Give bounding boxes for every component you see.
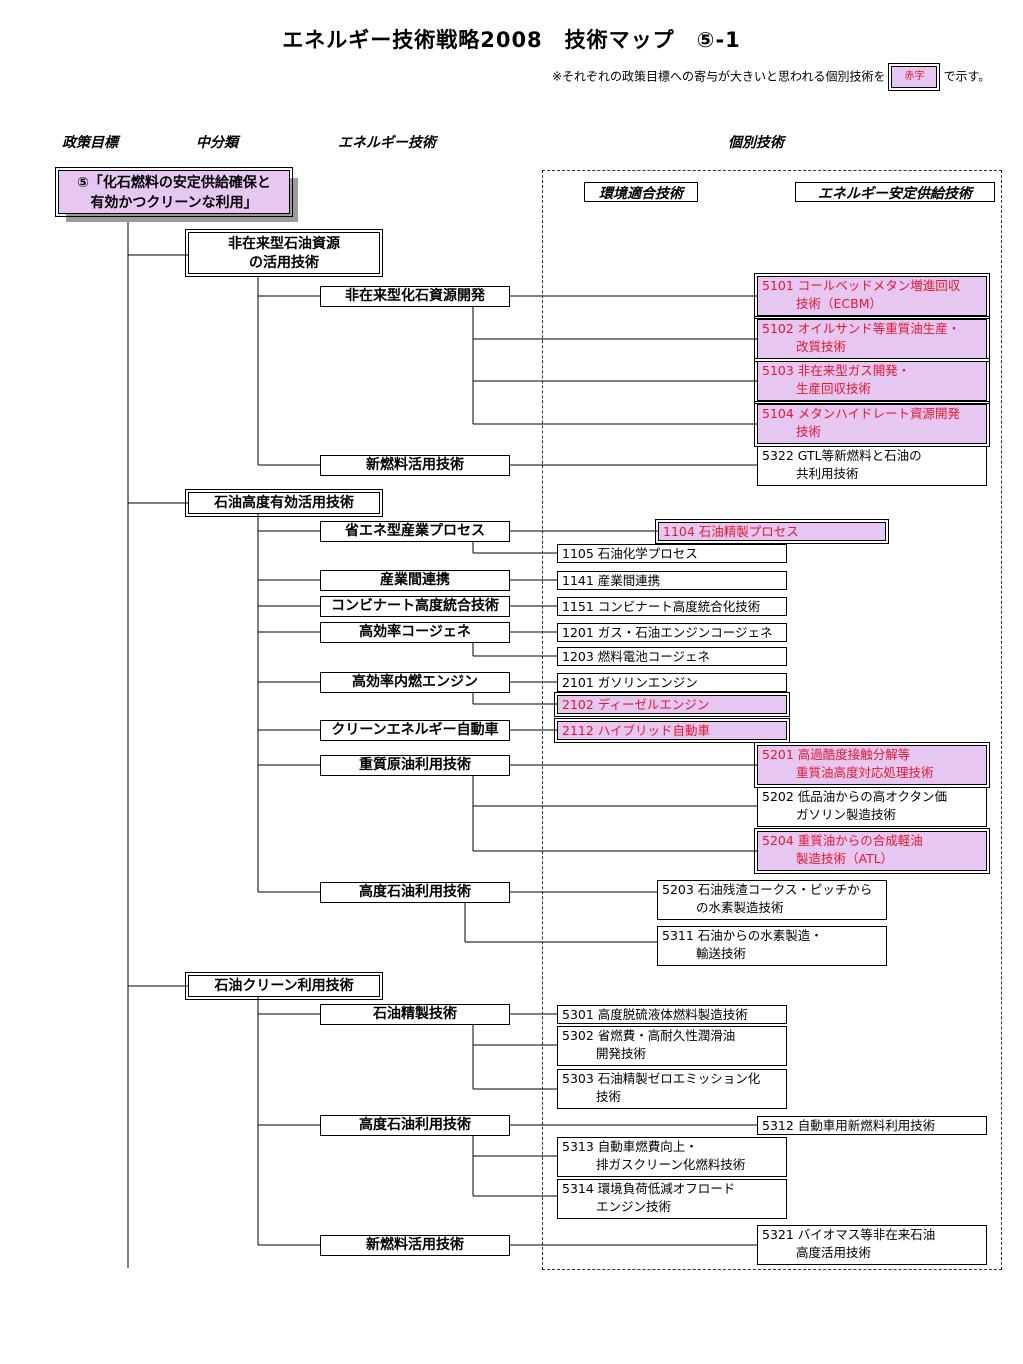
tech-5301: 5301 高度脱硫液体燃料製造技術 (557, 1005, 787, 1024)
tech-5204: 5204 重質油からの合成軽油製造技術（ATL） (754, 828, 990, 874)
energy-tech-energy-saving-process: 省エネ型産業プロセス (320, 521, 510, 542)
category-supply-tech: エネルギー安定供給技術 (795, 182, 995, 202)
tech-5313: 5313 自動車燃費向上・排ガスクリーン化燃料技術 (557, 1137, 787, 1177)
energy-tech-new-fuel-1: 新燃料活用技術 (320, 455, 510, 476)
page-title: エネルギー技術戦略2008 技術マップ ⑤-1 (282, 28, 741, 52)
tech-5322: 5322 GTL等新燃料と石油の共利用技術 (757, 446, 987, 486)
middle-class-line1: 非在来型石油資源 (228, 236, 340, 252)
tech-5101: 5101 コールベッドメタン増進回収技術（ECBM） (754, 273, 990, 319)
tech-5103: 5103 非在来型ガス開発・生産回収技術 (754, 358, 990, 404)
policy-goal-line2: 有効かつクリーンな利用」 (90, 195, 258, 211)
tech-label: 5102 オイルサンド等重質油生産・ (762, 321, 961, 336)
tech-5311: 5311 石油からの水素製造・輸送技術 (657, 926, 887, 966)
tech-2112: 2112 ハイブリッド自動車 (554, 718, 790, 743)
tech-label-line2: 製造技術（ATL） (796, 851, 894, 866)
tech-label: 5204 重質油からの合成軽油 (762, 833, 923, 848)
energy-tech-advanced-oil-use-1: 高度石油利用技術 (320, 882, 510, 903)
tech-label-line2: の水素製造技術 (696, 900, 784, 915)
tech-label-line2: 重質油高度対応処理技術 (796, 765, 934, 780)
tech-label-line2: 排ガスクリーン化燃料技術 (596, 1157, 746, 1172)
header-policy: 政策目標 (62, 135, 118, 151)
tech-1141: 1141 産業間連携 (557, 571, 787, 590)
tech-5104: 5104 メタンハイドレート資源開発技術 (754, 401, 990, 447)
energy-tech-heavy-crude: 重質原油利用技術 (320, 755, 510, 776)
tech-1105: 1105 石油化学プロセス (557, 544, 787, 563)
energy-tech-new-fuel-2: 新燃料活用技術 (320, 1235, 510, 1256)
energy-tech-advanced-oil-use-2: 高度石油利用技術 (320, 1115, 510, 1136)
tech-label: 5322 GTL等新燃料と石油の (762, 448, 922, 463)
tech-label: 5103 非在来型ガス開発・ (762, 363, 911, 378)
middle-class-unconventional: 非在来型石油資源 の活用技術 (185, 229, 383, 277)
header-individual: 個別技術 (728, 135, 784, 151)
tech-5202: 5202 低品油からの高オクタン価ガソリン製造技術 (757, 787, 987, 827)
tech-label-line2: 高度活用技術 (796, 1245, 872, 1260)
tech-label: 5104 メタンハイドレート資源開発 (762, 406, 961, 421)
tech-label: 5203 石油残渣コークス・ピッチから (662, 882, 873, 897)
tech-label: 5321 バイオマス等非在来石油 (762, 1227, 936, 1242)
energy-tech-cogeneration: 高効率コージェネ (320, 622, 510, 643)
energy-tech-clean-vehicle: クリーンエネルギー自動車 (320, 720, 510, 741)
tech-label-line2: 共利用技術 (796, 466, 859, 481)
tech-label: 5101 コールベッドメタン増進回収 (762, 278, 961, 293)
energy-tech-refining: 石油精製技術 (320, 1004, 510, 1025)
legend-note: ※それぞれの政策目標への寄与が大きいと思われる個別技術を赤字で示す。 (552, 63, 991, 91)
energy-tech-unconventional-fossil: 非在来型化石資源開発 (320, 286, 510, 307)
tech-1203: 1203 燃料電池コージェネ (557, 647, 787, 666)
tech-2101: 2101 ガソリンエンジン (557, 673, 787, 692)
tech-label: 5313 自動車燃費向上・ (562, 1139, 698, 1154)
tech-5321: 5321 バイオマス等非在来石油高度活用技術 (757, 1225, 987, 1265)
tech-label-line2: ガソリン製造技術 (796, 807, 897, 822)
tech-5201: 5201 高過酷度接触分解等重質油高度対応処理技術 (754, 742, 990, 788)
tech-label: 5311 石油からの水素製造・ (662, 928, 823, 943)
energy-tech-combustion-engine: 高効率内燃エンジン (320, 672, 510, 693)
tech-1151: 1151 コンビナート高度統合化技術 (557, 597, 787, 616)
tech-label: 5202 低品油からの高オクタン価 (762, 789, 948, 804)
energy-tech-industry-linkage: 産業間連携 (320, 570, 510, 591)
policy-goal-box: ⑤「化石燃料の安定供給確保と 有効かつクリーンな利用」 (55, 167, 293, 217)
tech-1201: 1201 ガス・石油エンジンコージェネ (557, 623, 787, 642)
tech-5302: 5302 省燃費・高耐久性潤滑油開発技術 (557, 1026, 787, 1066)
header-energy: エネルギー技術 (338, 135, 436, 151)
policy-goal-line1: ⑤「化石燃料の安定供給確保と (77, 175, 271, 191)
tech-label-line2: 技術（ECBM） (796, 296, 882, 311)
header-middle: 中分類 (196, 135, 238, 151)
tech-label-line2: 技術 (596, 1089, 622, 1104)
legend-note-prefix: ※それぞれの政策目標への寄与が大きいと思われる個別技術を (552, 69, 886, 84)
tech-5203: 5203 石油残渣コークス・ピッチからの水素製造技術 (657, 880, 887, 920)
tech-5312: 5312 自動車用新燃料利用技術 (757, 1116, 987, 1135)
tech-label-line2: 改質技術 (796, 339, 847, 354)
tech-label: 5302 省燃費・高耐久性潤滑油 (562, 1028, 736, 1043)
tech-5314: 5314 環境負荷低減オフロードエンジン技術 (557, 1179, 787, 1219)
tech-5102: 5102 オイルサンド等重質油生産・改質技術 (754, 316, 990, 362)
tech-2102: 2102 ディーゼルエンジン (554, 692, 790, 717)
tech-label-line2: 輸送技術 (696, 946, 747, 961)
tech-label-line2: エンジン技術 (596, 1199, 672, 1214)
middle-class-clean-use: 石油クリーン利用技術 (185, 972, 383, 1000)
middle-class-advanced-use: 石油高度有効活用技術 (185, 489, 383, 517)
category-env-tech: 環境適合技術 (584, 182, 698, 202)
energy-tech-kombinat: コンビナート高度統合技術 (320, 596, 510, 617)
legend-badge: 赤字 (888, 63, 941, 91)
middle-class-line2: の活用技術 (249, 255, 319, 271)
legend-note-suffix: で示す。 (943, 69, 991, 84)
tech-label-line2: 開発技術 (596, 1046, 647, 1061)
tech-label: 5201 高過酷度接触分解等 (762, 747, 911, 762)
individual-tech-area (542, 170, 1002, 1270)
tech-label: 5314 環境負荷低減オフロード (562, 1181, 736, 1196)
tech-label: 5303 石油精製ゼロエミッション化 (562, 1071, 761, 1086)
tech-label-line2: 技術 (796, 424, 822, 439)
tech-label-line2: 生産回収技術 (796, 381, 872, 396)
tech-1104: 1104 石油精製プロセス (655, 519, 889, 544)
tech-5303: 5303 石油精製ゼロエミッション化技術 (557, 1069, 787, 1109)
